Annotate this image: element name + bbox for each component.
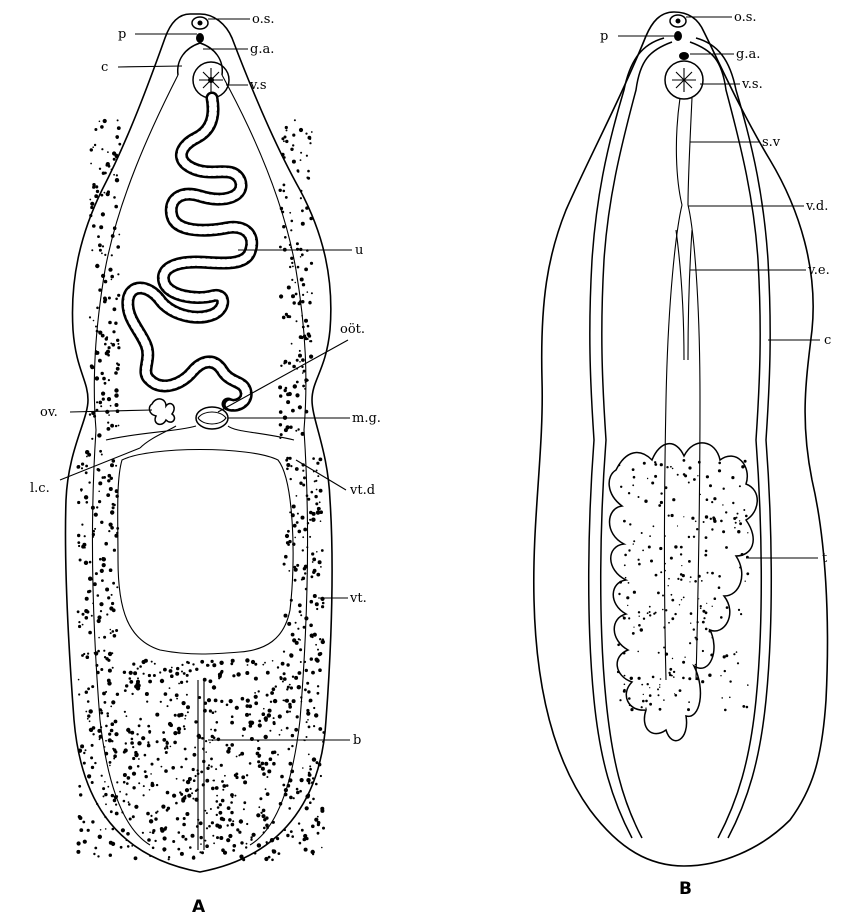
label-vas-efferens-b: v.e.	[807, 263, 830, 278]
label-genital-atrium-a: g.a.	[250, 42, 274, 57]
label-vitellaria-a: vt.	[349, 591, 367, 606]
panel-b	[534, 12, 828, 866]
label-pharynx-b: p	[600, 29, 608, 44]
label-genital-atrium-b: g.a.	[736, 47, 760, 62]
label-caecum-b: c	[824, 333, 831, 348]
label-vas-deferens-b: v.d.	[805, 199, 828, 214]
label-caecum-a: c	[101, 60, 108, 75]
label-ventral-sucker-b: v.s.	[741, 77, 763, 92]
pharynx	[196, 33, 204, 43]
label-vitelline-duct-a: vt.d	[349, 483, 375, 498]
label-oral-sucker-b: o.s.	[734, 10, 757, 25]
label-ovary-a: ov.	[40, 405, 58, 420]
label-b-a: b	[353, 733, 361, 748]
panel-label-b: B	[679, 879, 692, 899]
panel-b-body-outline	[534, 12, 828, 866]
label-testis-b: t	[822, 551, 828, 566]
label-mehlis-gland-a: m.g.	[352, 411, 381, 426]
label-ventral-sucker-a: v.s	[249, 78, 267, 93]
pharynx-b	[674, 31, 682, 41]
label-ootype-a: oöt.	[340, 322, 365, 337]
label-oral-sucker-a: o.s.	[252, 12, 275, 27]
label-seminal-vesicle-b: s.v	[762, 135, 781, 150]
panel-a	[65, 14, 332, 872]
panel-label-a: A	[192, 897, 206, 917]
label-uterus-a: u	[355, 243, 363, 258]
label-laurer-canal-a: l.c.	[30, 481, 50, 496]
label-pharynx-a: p	[118, 27, 126, 42]
